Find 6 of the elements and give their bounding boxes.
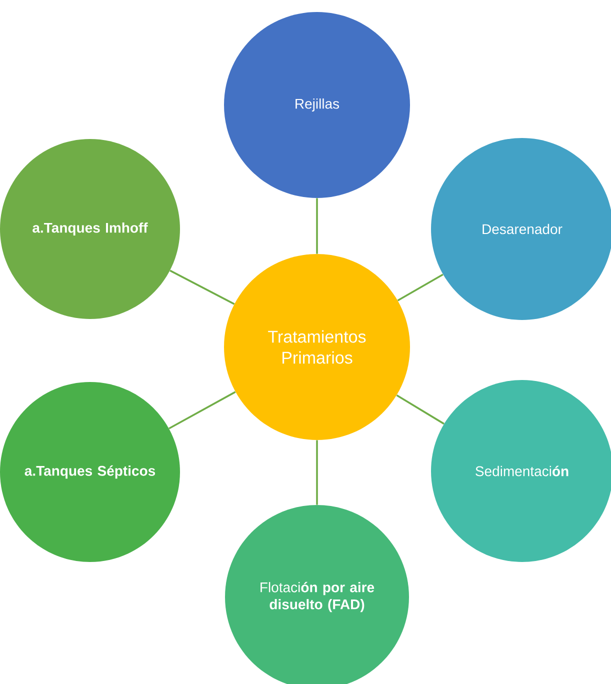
connector-line xyxy=(396,394,444,425)
connector-line xyxy=(316,440,318,505)
connector-line xyxy=(397,274,444,302)
connector-line xyxy=(168,391,236,430)
connector-line xyxy=(170,270,235,305)
connector-line xyxy=(316,198,318,254)
